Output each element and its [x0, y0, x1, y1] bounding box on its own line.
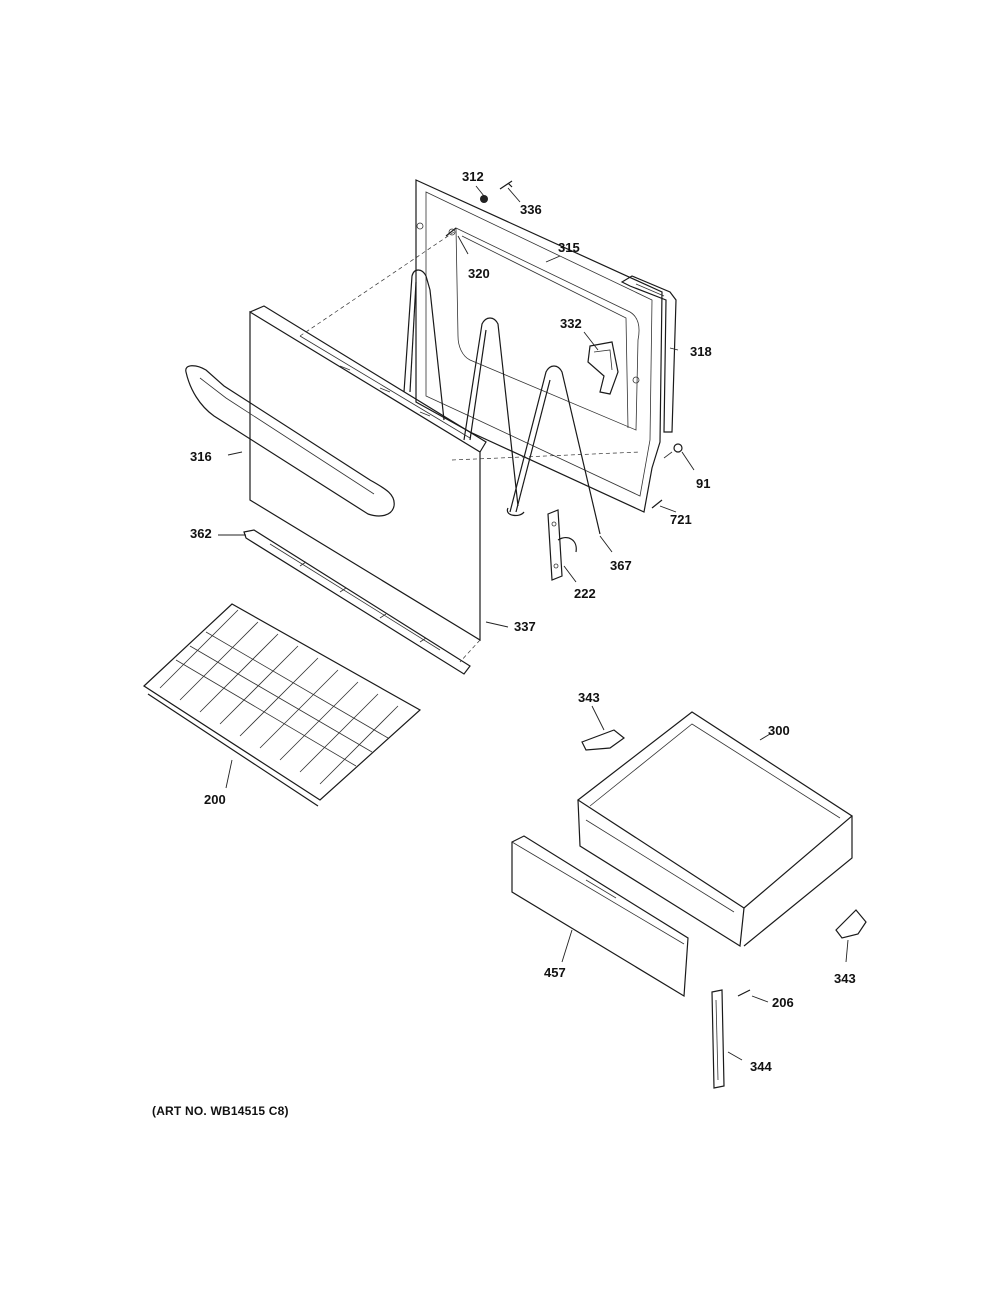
drawer-front-457	[511, 835, 689, 998]
callout-332[interactable]: 332	[560, 316, 582, 331]
door-bracket-332	[587, 341, 619, 395]
callout-362[interactable]: 362	[190, 526, 212, 541]
door-handle-316	[185, 365, 395, 517]
callout-343-top[interactable]: 343	[578, 690, 600, 705]
callout-318[interactable]: 318	[690, 344, 712, 359]
screw-206-icon	[737, 989, 751, 997]
callout-315[interactable]: 315	[558, 240, 580, 255]
callout-206[interactable]: 206	[772, 995, 794, 1010]
art-number: (ART NO. WB14515 C8)	[152, 1104, 289, 1118]
nut-312-icon	[480, 195, 488, 203]
oven-rack-200	[143, 603, 422, 807]
hinge-222	[547, 509, 577, 581]
door-inner-panel	[415, 179, 663, 513]
drawer-slide-343-top	[581, 729, 625, 751]
callout-300[interactable]: 300	[768, 723, 790, 738]
screw-721-icon	[651, 499, 663, 509]
callout-316[interactable]: 316	[190, 449, 212, 464]
callout-91[interactable]: 91	[696, 476, 710, 491]
drawer-slide-343-right	[835, 909, 867, 939]
callout-200[interactable]: 200	[204, 792, 226, 807]
callout-457[interactable]: 457	[544, 965, 566, 980]
callout-337[interactable]: 337	[514, 619, 536, 634]
callout-343-right[interactable]: 343	[834, 971, 856, 986]
callouts: 312 336 315 320 332 318 316 91 721 362 3…	[190, 169, 856, 1074]
callout-222[interactable]: 222	[574, 586, 596, 601]
screw-91-icon	[663, 443, 683, 459]
callout-344[interactable]: 344	[750, 1059, 772, 1074]
callout-320[interactable]: 320	[468, 266, 490, 281]
leader-lines	[218, 185, 849, 1061]
bottom-trim-362	[243, 529, 471, 675]
side-trim-318	[620, 275, 677, 433]
hinge-rods	[403, 269, 601, 535]
callout-367[interactable]: 367	[610, 558, 632, 573]
screw-336-icon	[499, 180, 513, 190]
callout-312[interactable]: 312	[462, 169, 484, 184]
screw-320-icon	[445, 227, 457, 237]
drawer-body-300	[576, 711, 854, 948]
callout-721[interactable]: 721	[670, 512, 692, 527]
callout-336[interactable]: 336	[520, 202, 542, 217]
door-outer-panel	[249, 231, 641, 663]
drawer-rail-344	[711, 989, 725, 1089]
